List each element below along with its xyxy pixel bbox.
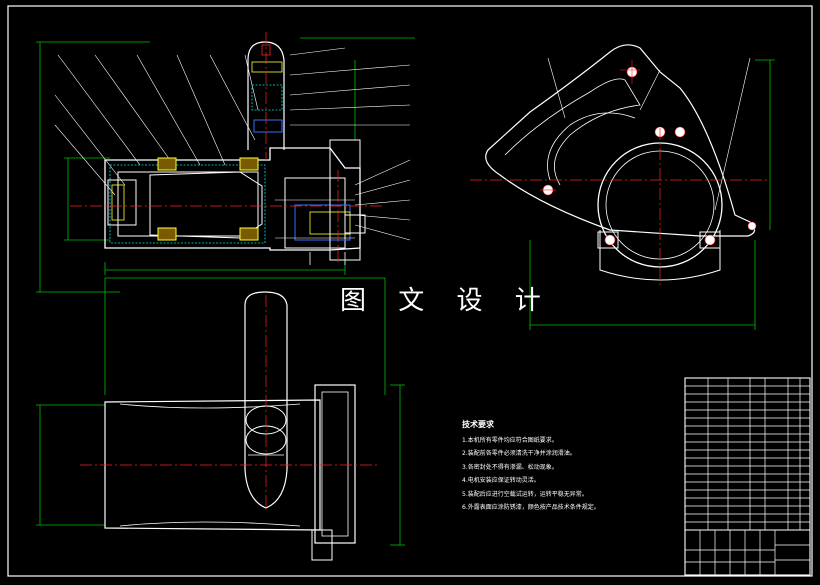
note-item: 2.装配前各零件必须清洗干净并涂润滑油。 <box>462 450 576 457</box>
note-item: 4.电机安装应保证转动灵活。 <box>462 477 540 484</box>
watermark: 图 文 设 计 <box>340 286 553 316</box>
section-view <box>36 32 415 293</box>
note-item: 3.各密封处不得有渗漏、松动现象。 <box>462 463 558 471</box>
title-block <box>684 377 811 576</box>
note-item: 6.外露表面应涂防锈漆，颜色按产品技术条件规定。 <box>462 504 600 511</box>
sheet-border <box>7 5 813 577</box>
top-view <box>36 277 405 561</box>
technical-notes: 技术要求 1.本机所有零件均应符合图纸要求。 2.装配前各零件必须清洗干净并涂润… <box>462 418 600 515</box>
side-view <box>470 44 775 330</box>
technical-notes-title: 技术要求 <box>462 420 494 429</box>
note-item: 1.本机所有零件均应符合图纸要求。 <box>462 436 558 444</box>
note-item: 5.装配后应进行空载试运转，运转平稳无异常。 <box>462 490 588 498</box>
